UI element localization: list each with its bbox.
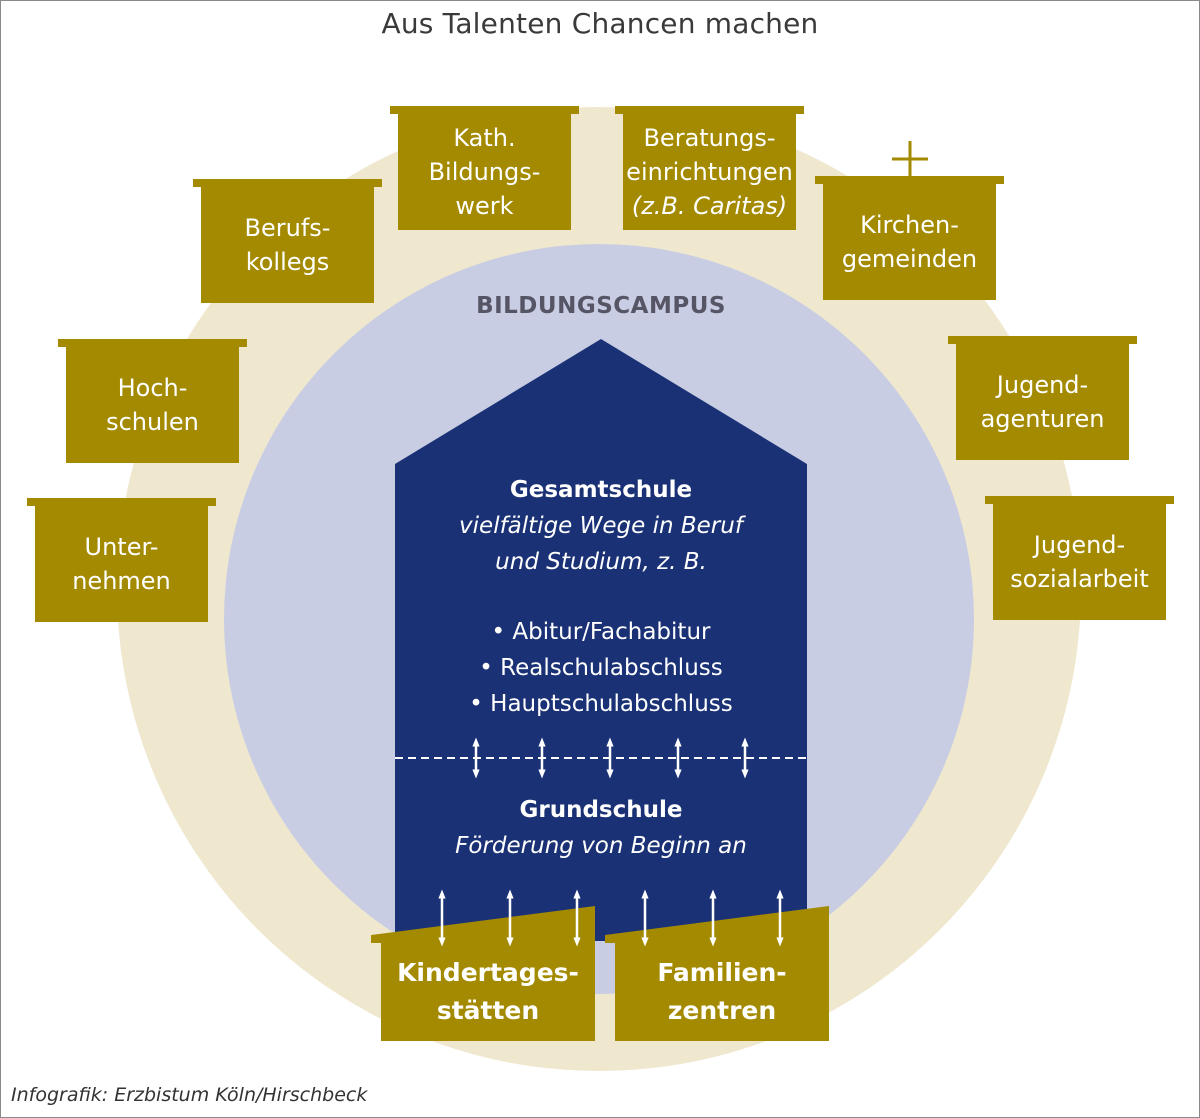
jugendsozialarbeit-body — [993, 496, 1166, 620]
label-line: kollegs — [245, 248, 330, 276]
foundation-kita: Kindertages- stätten — [381, 943, 595, 1041]
unternehmen-body — [35, 498, 208, 622]
campus-label: BILDUNGSCAMPUS — [476, 293, 726, 319]
partner-hochschulen: Hoch- schulen — [66, 347, 239, 463]
label-line: werk — [455, 192, 514, 220]
gesamtschule-subtitle: und Studium, z. B. — [495, 549, 707, 575]
partner-berufskollegs: Berufs- kollegs — [201, 187, 374, 303]
list-item: • Abitur/Fachabitur — [491, 619, 711, 645]
label-line: einrichtungen — [626, 158, 793, 186]
label-line: stätten — [436, 996, 540, 1025]
label-line: Kindertages- — [397, 958, 579, 987]
grundschule-block: Grundschule Förderung von Beginn an — [395, 793, 807, 864]
jugendagenturen-body — [956, 336, 1129, 460]
abschluss-list: • Abitur/Fachabitur • Realschulabschluss… — [395, 614, 807, 722]
partner-beratung: Beratungs- einrichtungen (z.B. Caritas) — [623, 114, 796, 230]
label-line: Bildungs- — [428, 158, 541, 186]
grundschule-heading: Grundschule — [519, 797, 683, 823]
label-line: nehmen — [72, 567, 171, 595]
label-line: Familien- — [657, 958, 787, 987]
partner-bildungswerk: Kath. Bildungs- werk — [398, 114, 571, 230]
partner-unternehmen: Unter- nehmen — [35, 506, 208, 622]
label-line: Unter- — [84, 533, 159, 561]
label-line: Jugend- — [996, 371, 1089, 399]
church-cross-icon — [892, 141, 928, 177]
foundation-familienzentren: Familien- zentren — [615, 943, 829, 1041]
label-line: Hoch- — [117, 374, 188, 402]
label-line: schulen — [106, 408, 199, 436]
label-note: (z.B. Caritas) — [631, 192, 788, 220]
bildungswerk-body — [398, 106, 571, 230]
label-line: sozialarbeit — [1010, 565, 1149, 593]
page-title: Aus Talenten Chancen machen — [381, 7, 819, 40]
gesamtschule-subtitle: vielfältige Wege in Beruf — [459, 513, 743, 539]
credit-line: Infografik: Erzbistum Köln/Hirschbeck — [11, 1084, 368, 1106]
label-line: zentren — [667, 996, 777, 1025]
partner-kirchengemeinden: Kirchen- gemeinden — [823, 184, 996, 300]
label-line: Jugend- — [1033, 531, 1126, 559]
gesamtschule-block: Gesamtschule vielfältige Wege in Beruf u… — [395, 473, 807, 580]
label-line: Beratungs- — [643, 124, 776, 152]
transition-arrows-upper — [472, 737, 749, 779]
list-item: • Hauptschulabschluss — [469, 691, 733, 717]
grundschule-subtitle: Förderung von Beginn an — [455, 833, 747, 859]
transition-arrows-lower — [438, 889, 784, 947]
beratung-body — [623, 106, 796, 230]
label-line: Kath. — [453, 124, 516, 152]
label-line: Kirchen- — [860, 211, 959, 239]
hochschulen-body — [66, 339, 239, 463]
berufskollegs-body — [201, 179, 374, 303]
label-line: Berufs- — [244, 214, 331, 242]
gesamtschule-heading: Gesamtschule — [509, 477, 693, 503]
partner-jugendagenturen: Jugend- agenturen — [956, 344, 1129, 460]
partner-jugendsozialarbeit: Jugend- sozialarbeit — [993, 504, 1166, 620]
school-house — [395, 339, 807, 941]
label-line: gemeinden — [841, 245, 978, 273]
list-item: • Realschulabschluss — [479, 655, 723, 681]
kita-box-shape — [371, 906, 595, 1041]
partner-boxes — [27, 106, 1174, 622]
label-line: agenturen — [980, 405, 1105, 433]
kirchengemeinden-body — [823, 176, 996, 300]
familienzentren-box-shape — [605, 906, 829, 1041]
